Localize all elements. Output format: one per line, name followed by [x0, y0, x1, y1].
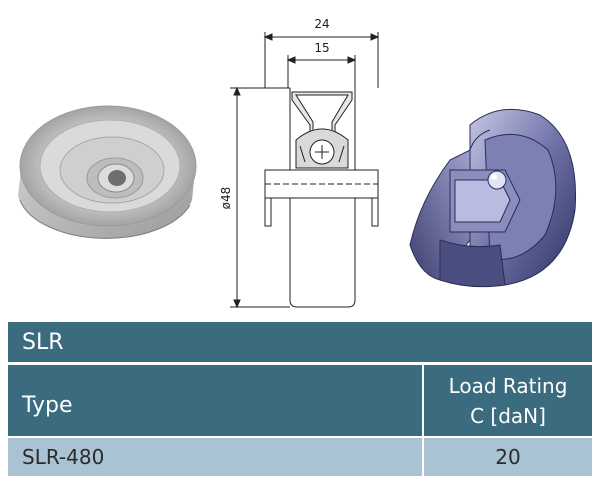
wheel-photo-left	[18, 105, 197, 239]
wheel-cutaway-right	[409, 108, 577, 288]
header-load-line2: C [daN]	[470, 403, 546, 428]
row-load: 20	[422, 438, 592, 476]
header-load-line1: Load Rating	[448, 373, 568, 398]
series-row: SLR	[8, 322, 592, 362]
dim-inner-width: 15	[314, 41, 329, 55]
dim-diameter: ø48	[219, 187, 233, 210]
header-load-rating: Load Rating C [daN]	[422, 365, 592, 436]
series-title: SLR	[22, 329, 64, 355]
header-type: Type	[22, 393, 73, 418]
product-drawing: 24 15 ø48	[18, 17, 577, 309]
product-figure: 24 15 ø48	[18, 17, 577, 309]
table-header-row: Type Load Rating C [daN]	[8, 365, 592, 436]
product-table: SLR Type Load Rating C [daN] SLR-480 20	[8, 322, 592, 476]
technical-drawing	[230, 32, 380, 309]
table-row: SLR-480 20	[8, 438, 592, 476]
row-type: SLR-480	[22, 445, 105, 469]
dim-overall-width: 24	[314, 17, 329, 31]
